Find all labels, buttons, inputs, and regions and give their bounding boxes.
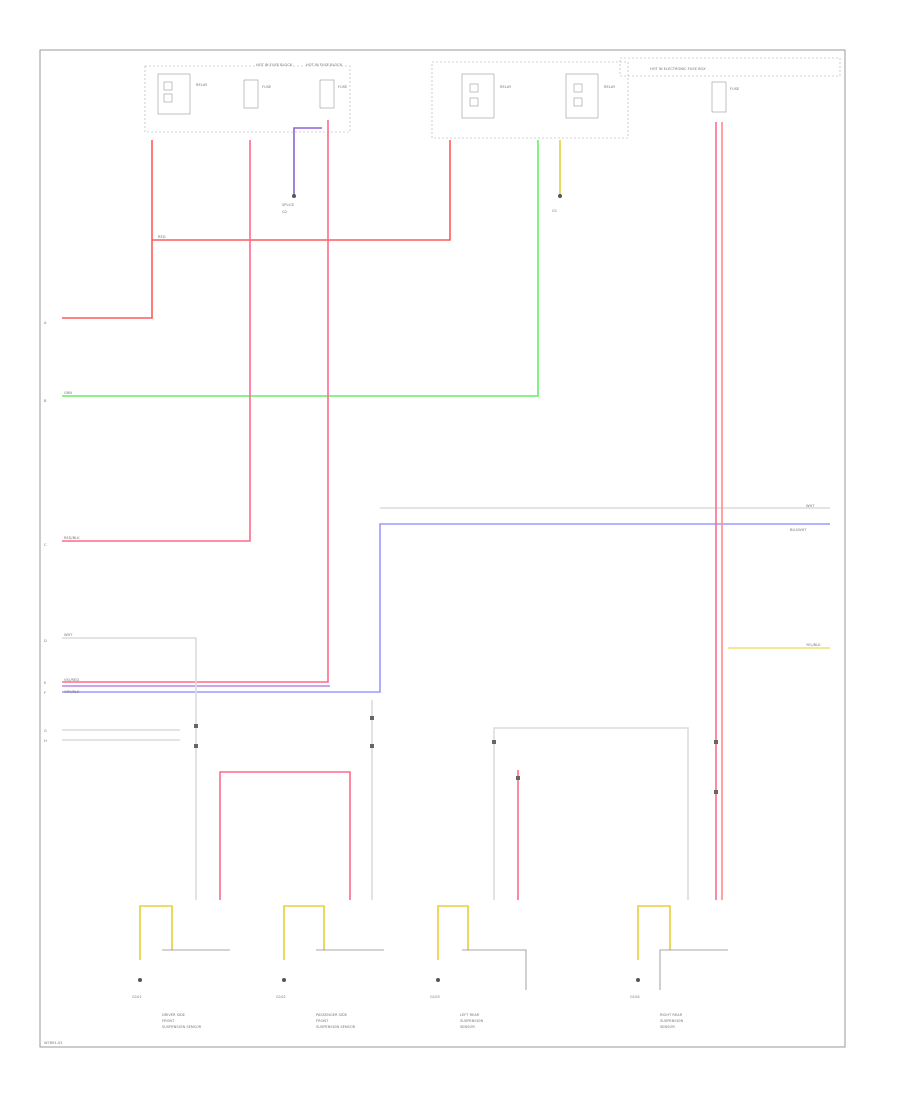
- wire-pink-long: [62, 120, 329, 683]
- wire-label-grey: GRY/BLK: [64, 690, 80, 694]
- fuse-label-1: FUSE: [262, 85, 272, 89]
- wire-violet-top: [293, 127, 322, 196]
- wire-green: [62, 140, 539, 397]
- module-3-line1: LEFT REAR: [460, 1013, 480, 1017]
- fuse-label-3: FUSE: [730, 87, 740, 91]
- module-2-line2: FRONT: [316, 1019, 329, 1023]
- module-2-line3: SUSPENSION SENSOR: [316, 1025, 356, 1029]
- module-4-line2: SUSPENSION: [660, 1019, 683, 1023]
- module-3-connector: [462, 949, 527, 990]
- relay-label-3: RELAY: [604, 85, 616, 89]
- module-3-line3: SENSOR: [460, 1025, 475, 1029]
- wire-label-right-2: BLU/WHT: [790, 528, 807, 532]
- module-2-ground-label: G102: [276, 995, 286, 999]
- footer-id: W7891-02: [44, 1041, 63, 1045]
- wire-label-pink: RED/BLK: [64, 536, 80, 540]
- diagram-frame: [39, 49, 846, 1048]
- relay-label-2: RELAY: [500, 85, 512, 89]
- fuse-label-2: FUSE: [338, 85, 348, 89]
- right-group-title: HOT IN ELECTRONIC FUSE BOX: [650, 67, 706, 71]
- ground-symbol-top-2: [558, 194, 562, 198]
- module-1-yellow-loop: [139, 905, 173, 960]
- wire-red-branch: [152, 140, 451, 241]
- ground-label-top: G1: [552, 209, 557, 213]
- left-label-g: G: [44, 729, 47, 733]
- left-label-d: D: [44, 639, 47, 643]
- module-1-line3: SUSPENSION SENSOR: [162, 1025, 202, 1029]
- wire-label-green: GRN: [64, 391, 72, 395]
- module-4-connector: [659, 949, 728, 990]
- module-right-rear: G104 RIGHT REAR SUSPENSION SENSOR: [630, 905, 728, 1029]
- wire-blue: [62, 523, 830, 693]
- fuse-block-left: RELAY FUSE FUSE HOT IN FUSE BLOCK HOT IN…: [144, 63, 351, 133]
- left-label-b: B: [44, 399, 47, 403]
- module-1-ground: [138, 978, 142, 982]
- module-4-ground-label: G104: [630, 995, 640, 999]
- ground-label-top-2: G2: [282, 210, 287, 214]
- wire-label-right-1: WHT: [806, 504, 815, 508]
- left-label-e: E: [44, 681, 47, 685]
- module-3-ground-label: G103: [430, 995, 440, 999]
- module-3-line2: SUSPENSION: [460, 1019, 483, 1023]
- electronic-fuse-box: RELAY RELAY HOT IN ELECTRONIC FUSE BOX F…: [431, 57, 841, 139]
- wire-white-1: [62, 637, 197, 900]
- wire-white-5: [493, 727, 689, 900]
- splice-label: SPLICE: [282, 203, 295, 207]
- module-3-ground: [436, 978, 440, 982]
- left-label-h: H: [44, 739, 47, 743]
- wire-label-white: WHT: [64, 633, 73, 637]
- module-2-yellow-loop: [283, 905, 325, 960]
- module-left-rear: G103 LEFT REAR SUSPENSION SENSOR: [430, 905, 527, 1029]
- fuse-group-2-title: HOT IN FUSE BLOCK: [306, 63, 343, 67]
- wire-label-violet: VIO/RED: [64, 678, 79, 682]
- relay-label-1: RELAY: [196, 83, 208, 87]
- module-2-line1: PASSENGER SIDE: [316, 1013, 348, 1017]
- left-label-a: A: [44, 321, 47, 325]
- fuse-group-1-title: HOT IN FUSE BLOCK: [256, 63, 293, 67]
- wire-label-red: RED: [158, 235, 166, 239]
- module-passenger-front: G102 PASSENGER SIDE FRONT SUSPENSION SEN…: [276, 905, 384, 1029]
- module-1-ground-label: G101: [132, 995, 142, 999]
- module-2-ground: [282, 978, 286, 982]
- module-1-line1: DRIVER SIDE: [162, 1013, 186, 1017]
- module-1-line2: FRONT: [162, 1019, 175, 1023]
- connector-pins: [194, 716, 718, 794]
- wire-pink: [62, 140, 251, 542]
- module-driver-front: G101 DRIVER SIDE FRONT SUSPENSION SENSOR: [132, 905, 230, 1029]
- module-4-ground: [636, 978, 640, 982]
- left-label-f: F: [44, 691, 46, 695]
- wire-red-left: [62, 140, 153, 319]
- wire-pink-modules-1-2: [219, 771, 351, 900]
- module-3-yellow-loop: [437, 905, 469, 960]
- module-4-line1: RIGHT REAR: [660, 1013, 683, 1017]
- module-4-yellow-loop: [637, 905, 671, 960]
- module-4-line3: SENSOR: [660, 1025, 675, 1029]
- ground-symbol-top: [292, 194, 296, 198]
- left-label-c: C: [44, 543, 47, 547]
- wire-label-right-3: YEL/BLK: [806, 643, 821, 647]
